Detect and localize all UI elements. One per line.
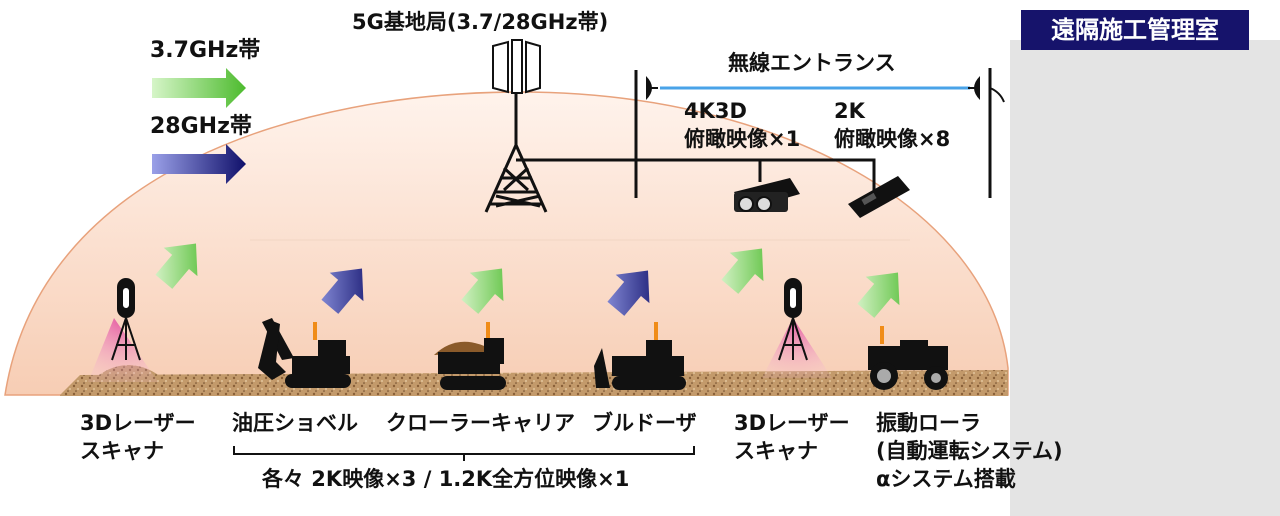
signal-arrow-bulldozer <box>607 270 650 316</box>
camera-4k3d <box>734 178 800 212</box>
camera-4k-label-line1: 4K3D <box>684 99 747 123</box>
legend-label-28ghz: 28GHz帯 <box>150 114 252 139</box>
machines-brace <box>233 446 695 455</box>
roller-label-line2: (自動運転システム) <box>876 439 1063 463</box>
control-room-panel <box>1010 40 1280 516</box>
crawler-carrier-label: クローラーキャリア <box>386 411 575 435</box>
camera-2k <box>848 176 910 218</box>
base-station-antenna <box>492 39 541 94</box>
roller-label-line3: αシステム搭載 <box>876 467 1016 491</box>
camera-2k-label-line2: 俯瞰映像×8 <box>834 127 951 151</box>
control-room-title: 遠隔施工管理室 <box>1021 10 1249 50</box>
signal-arrow-scanner-left <box>155 243 198 289</box>
wireless-entrance-label: 無線エントランス <box>728 51 896 75</box>
dish-antenna-left <box>646 76 658 100</box>
roller-label-line1: 振動ローラ <box>876 411 981 435</box>
excavator-label: 油圧ショベル <box>232 411 358 435</box>
bulldozer <box>594 322 686 390</box>
video-note-label: 各々 2K映像×3 / 1.2K全方位映像×1 <box>262 467 630 491</box>
network-lines <box>516 68 992 198</box>
vibration-roller <box>868 326 948 390</box>
base-station-label: 5G基地局(3.7/28GHz帯) <box>352 10 609 34</box>
camera-4k-label-line2: 俯瞰映像×1 <box>684 127 801 151</box>
signal-arrow-crawler <box>461 268 504 314</box>
signal-arrow-roller <box>857 272 900 318</box>
legend-arrow-37ghz <box>152 68 246 108</box>
scanner-right-label-line2: スキャナ <box>734 439 818 463</box>
scanner-left-label-line1: 3Dレーザー <box>80 411 196 435</box>
laser-scanner-right <box>762 278 832 378</box>
scanner-right-label-line1: 3Dレーザー <box>734 411 850 435</box>
laser-scanner-left <box>88 278 158 382</box>
bulldozer-label: ブルドーザ <box>592 411 697 435</box>
scanner-left-label-line2: スキャナ <box>80 439 164 463</box>
signal-arrow-scanner-right <box>721 248 764 294</box>
camera-2k-label-line1: 2K <box>834 99 865 123</box>
signal-arrow-excavator <box>321 268 364 314</box>
excavator <box>258 318 351 388</box>
crawler-carrier <box>434 322 506 390</box>
legend-label-37ghz: 3.7GHz帯 <box>150 38 261 63</box>
dish-antenna-right <box>968 76 1005 103</box>
base-station-tower <box>484 93 548 213</box>
legend-arrow-28ghz <box>152 144 246 184</box>
